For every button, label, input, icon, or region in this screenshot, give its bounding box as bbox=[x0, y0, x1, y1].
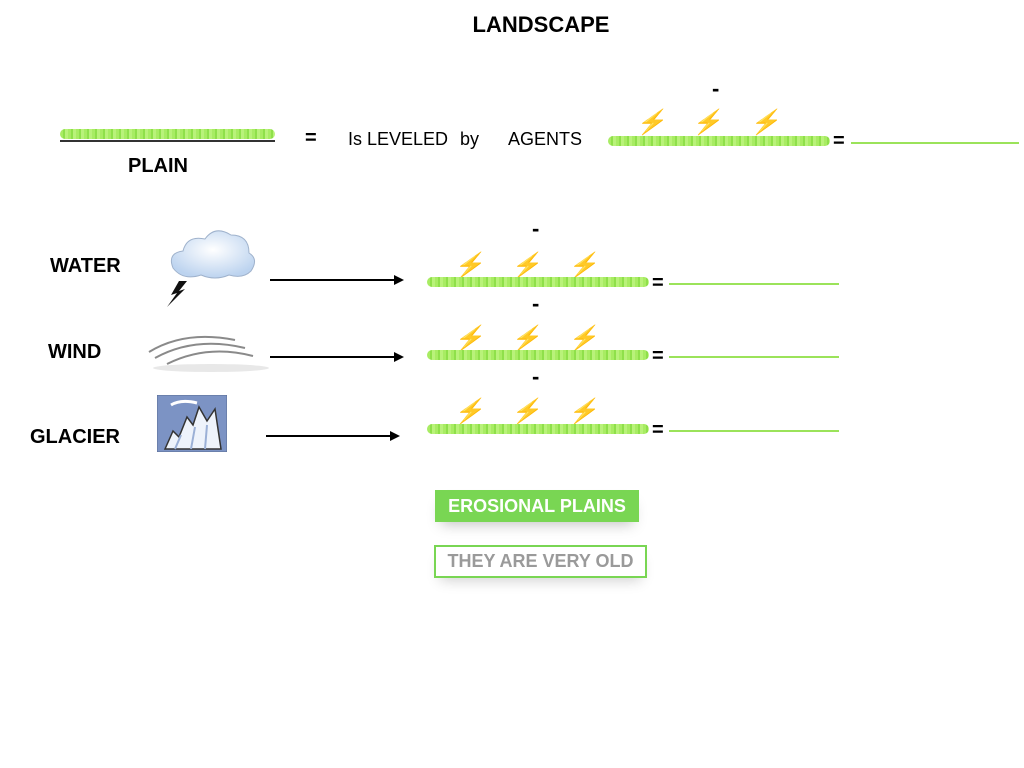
lightning-icon: ⚡ bbox=[567, 325, 603, 352]
lightning-icon: ⚡ bbox=[691, 109, 727, 136]
lightning-icon: ⚡ bbox=[510, 252, 546, 279]
flat-line bbox=[669, 430, 839, 432]
wind-icon bbox=[145, 330, 271, 374]
minus-sign: - bbox=[712, 76, 720, 101]
minus-sign: - bbox=[532, 364, 540, 389]
lightning-icon: ⚡ bbox=[510, 325, 546, 352]
arrow bbox=[270, 279, 394, 281]
arrow-head bbox=[390, 431, 400, 441]
plain-label: PLAIN bbox=[128, 155, 188, 177]
eroded-grass bbox=[427, 277, 649, 287]
flat-line bbox=[669, 283, 839, 285]
agents-text: AGENTS bbox=[508, 129, 583, 149]
lightning-icon: ⚡ bbox=[567, 398, 603, 425]
eroded-grass bbox=[427, 424, 649, 434]
lightning-icon: ⚡ bbox=[567, 252, 603, 279]
agent-label-glacier: GLACIER bbox=[30, 426, 120, 448]
by-text: by bbox=[460, 129, 480, 149]
equals-sign: = bbox=[652, 345, 664, 367]
arrow bbox=[270, 356, 394, 358]
flat-line bbox=[851, 142, 1019, 144]
equals-sign: = bbox=[833, 130, 845, 152]
equals-sign: = bbox=[305, 127, 317, 149]
erosional-plains-button[interactable]: EROSIONAL PLAINS bbox=[435, 490, 639, 522]
glacier-icon bbox=[156, 394, 228, 453]
very-old-button[interactable]: THEY ARE VERY OLD bbox=[434, 545, 647, 578]
agent-label-water: WATER bbox=[50, 255, 121, 277]
lightning-icon: ⚡ bbox=[510, 398, 546, 425]
cloud-icon bbox=[163, 223, 259, 309]
page-title: LANDSCAPE bbox=[472, 12, 610, 37]
arrow-head bbox=[394, 352, 404, 362]
arrow bbox=[266, 435, 390, 437]
lightning-icon: ⚡ bbox=[749, 109, 785, 136]
minus-sign: - bbox=[532, 291, 540, 316]
equals-sign: = bbox=[652, 419, 664, 441]
plain-grass bbox=[60, 129, 275, 139]
lightning-icon: ⚡ bbox=[635, 109, 671, 136]
minus-sign: - bbox=[532, 216, 540, 241]
equals-sign: = bbox=[652, 272, 664, 294]
leveled-grass bbox=[608, 136, 830, 146]
lightning-icon: ⚡ bbox=[453, 398, 489, 425]
lightning-icon: ⚡ bbox=[453, 252, 489, 279]
lightning-icon: ⚡ bbox=[453, 325, 489, 352]
agent-label-wind: WIND bbox=[48, 341, 102, 363]
arrow-head bbox=[394, 275, 404, 285]
leveled-text: Is LEVELED bbox=[348, 129, 449, 149]
plain-baseline bbox=[60, 140, 275, 142]
flat-line bbox=[669, 356, 839, 358]
eroded-grass bbox=[427, 350, 649, 360]
